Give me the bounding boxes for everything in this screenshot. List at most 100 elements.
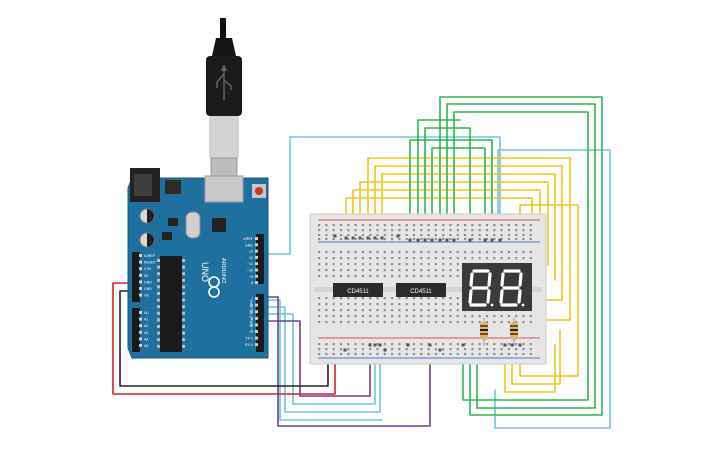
header-pin[interactable] [139,254,142,257]
breadboard-hole[interactable] [332,353,335,356]
breadboard-hole[interactable] [500,229,503,232]
breadboard-hole[interactable] [471,229,474,232]
breadboard-hole[interactable] [398,224,401,227]
breadboard-hole[interactable] [427,348,430,351]
breadboard-hole[interactable] [434,224,437,227]
wire-yellow-low-1[interactable] [504,344,556,393]
wire-cyan-right[interactable] [494,149,611,429]
breadboard-hole[interactable] [485,229,489,232]
breadboard-hole[interactable] [383,353,386,356]
breadboard-hole[interactable] [464,321,467,324]
breadboard-hole[interactable] [398,343,401,346]
breadboard-hole[interactable] [354,309,357,312]
breadboard-hole[interactable] [354,234,357,237]
breadboard-hole[interactable] [493,257,496,260]
breadboard-hole[interactable] [347,275,350,278]
breadboard-hole[interactable] [464,353,467,356]
breadboard-hole[interactable] [442,234,445,237]
breadboard-hole[interactable] [339,275,343,278]
breadboard-hole[interactable] [529,343,532,346]
breadboard-hole[interactable] [529,315,532,318]
breadboard-hole[interactable] [471,343,474,346]
breadboard-hole[interactable] [507,257,510,260]
reset-button-cap[interactable] [255,187,263,195]
breadboard-hole[interactable] [427,303,430,306]
breadboard-hole[interactable] [442,275,445,278]
breadboard-hole[interactable] [420,251,423,254]
breadboard-hole[interactable] [507,238,510,241]
breadboard-hole[interactable] [507,251,510,254]
breadboard-hole[interactable] [318,353,321,356]
breadboard-hole[interactable] [412,297,416,300]
breadboard-hole[interactable] [405,257,408,260]
breadboard-hole[interactable] [464,315,467,318]
breadboard-hole[interactable] [332,348,335,351]
breadboard-hole[interactable] [412,348,416,351]
breadboard-hole[interactable] [522,238,525,241]
breadboard-hole[interactable] [500,234,503,237]
breadboard-hole[interactable] [325,315,328,318]
breadboard-hole[interactable] [339,348,343,351]
breadboard-hole[interactable] [369,315,372,318]
breadboard-hole[interactable] [420,315,423,318]
breadboard-hole[interactable] [405,251,408,254]
breadboard-hole[interactable] [325,353,328,356]
breadboard-hole[interactable] [339,263,343,266]
breadboard-hole[interactable] [361,251,364,254]
breadboard-hole[interactable] [318,263,321,266]
breadboard-hole[interactable] [361,309,364,312]
breadboard-hole[interactable] [500,315,503,318]
breadboard-hole[interactable] [485,348,489,351]
header-pin[interactable] [255,243,258,247]
breadboard-hole[interactable] [398,257,401,260]
breadboard-hole[interactable] [427,234,430,237]
breadboard-hole[interactable] [515,343,518,346]
breadboard-hole[interactable] [464,343,467,346]
breadboard-hole[interactable] [456,297,459,300]
breadboard-hole[interactable] [361,297,364,300]
breadboard-hole[interactable] [332,315,335,318]
breadboard-hole[interactable] [442,348,445,351]
breadboard-hole[interactable] [471,238,474,241]
breadboard-hole[interactable] [405,297,408,300]
breadboard-hole[interactable] [478,315,481,318]
breadboard-hole[interactable] [522,229,525,232]
breadboard-hole[interactable] [376,297,379,300]
resistor-1[interactable] [480,318,488,346]
breadboard-hole[interactable] [449,275,452,278]
breadboard-hole[interactable] [449,238,452,241]
breadboard-hole[interactable] [347,348,350,351]
breadboard-hole[interactable] [405,348,408,351]
header-pin[interactable] [255,330,258,333]
breadboard-hole[interactable] [420,234,423,237]
breadboard-hole[interactable] [500,321,503,324]
breadboard-hole[interactable] [391,353,394,356]
breadboard-hole[interactable] [339,297,343,300]
breadboard-hole[interactable] [529,251,532,254]
breadboard-hole[interactable] [332,275,335,278]
breadboard-hole[interactable] [361,238,364,241]
breadboard-hole[interactable] [347,229,350,232]
breadboard-hole[interactable] [529,234,532,237]
breadboard-hole[interactable] [376,321,379,324]
breadboard-hole[interactable] [332,321,335,324]
breadboard-hole[interactable] [318,303,321,306]
breadboard-hole[interactable] [449,303,452,306]
breadboard-hole[interactable] [391,309,394,312]
breadboard-hole[interactable] [318,224,321,227]
breadboard-hole[interactable] [369,348,372,351]
breadboard-hole[interactable] [464,234,467,237]
breadboard-hole[interactable] [420,263,423,266]
breadboard-hole[interactable] [420,238,423,241]
breadboard-hole[interactable] [361,257,364,260]
breadboard-hole[interactable] [427,238,430,241]
breadboard-hole[interactable] [398,229,401,232]
breadboard-hole[interactable] [485,257,489,260]
breadboard-hole[interactable] [339,238,343,241]
breadboard-hole[interactable] [456,353,459,356]
breadboard-hole[interactable] [347,315,350,318]
breadboard-hole[interactable] [376,269,379,272]
breadboard-hole[interactable] [478,257,481,260]
breadboard-hole[interactable] [478,343,481,346]
breadboard-hole[interactable] [449,353,452,356]
